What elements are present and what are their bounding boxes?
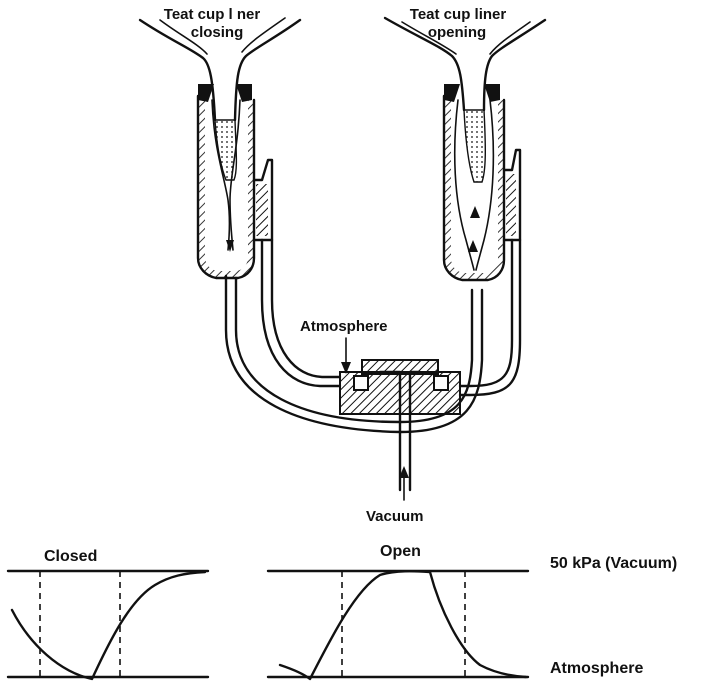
vacuum-inlet-label: Vacuum xyxy=(366,508,424,525)
upper-level-label: 50 kPa (Vacuum) xyxy=(550,555,677,573)
right-cup-label-line1: Teat cup liner xyxy=(410,6,506,23)
open-graph-title: Open xyxy=(380,543,421,561)
left-teat-cup xyxy=(140,18,300,278)
open-graph xyxy=(268,571,528,679)
atmosphere-inlet-label: Atmosphere xyxy=(300,318,388,335)
lower-level-label: Atmosphere xyxy=(550,660,643,678)
closed-graph xyxy=(8,571,208,679)
left-cup-label-line1: Teat cup l ner xyxy=(164,6,260,23)
left-cup-label-line2: closing xyxy=(191,24,244,41)
right-cup-label-line2: opening xyxy=(428,24,486,41)
closed-graph-title: Closed xyxy=(44,548,97,566)
